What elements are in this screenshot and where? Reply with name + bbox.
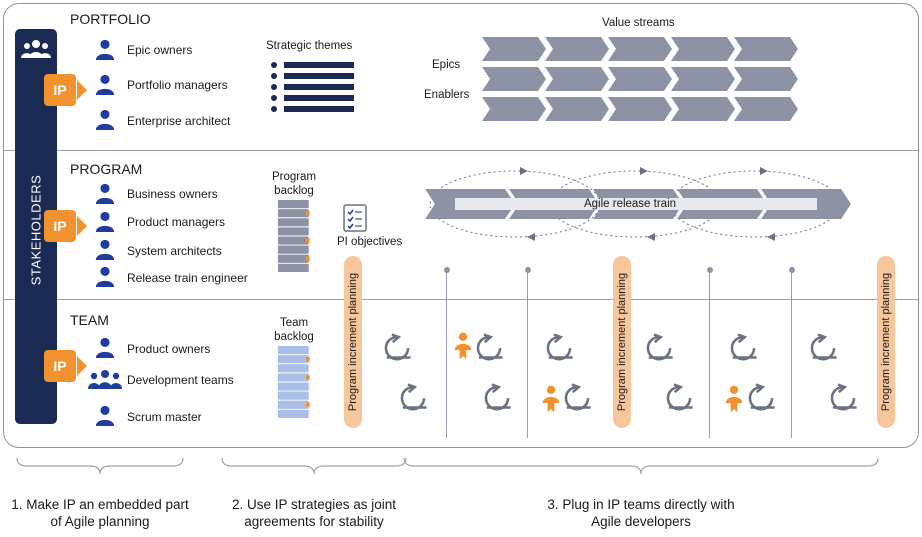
role-business-owners: Business owners (127, 187, 218, 201)
step-3-label: 3. Plug in IP teams directly with Agile … (547, 497, 735, 529)
program-title: PROGRAM (70, 161, 143, 177)
pi-planning-label: Program increment planning (880, 272, 892, 412)
chevron-right-icon (77, 356, 87, 376)
pi-planning-pill: Program increment planning (877, 256, 895, 428)
value-streams-chevrons (482, 37, 798, 121)
team-backlog-server-icon (277, 346, 310, 418)
iteration-cycle-icon (642, 332, 676, 366)
strategic-themes-label: Strategic themes (266, 40, 353, 52)
portfolio-title: PORTFOLIO (70, 11, 151, 27)
pi-planning-pill: Program increment planning (344, 256, 362, 428)
step-3-brace (403, 457, 879, 475)
role-portfolio-managers: Portfolio managers (127, 78, 228, 92)
person-icon (94, 265, 116, 287)
program-backlog-label: Program backlog (271, 171, 317, 197)
person-icon (94, 238, 116, 260)
iteration-cycle-icon (806, 332, 840, 366)
value-streams-label: Value streams (602, 17, 675, 29)
person-icon (94, 404, 116, 426)
person-icon (94, 38, 116, 60)
role-release-train-engineer: Release train engineer (127, 271, 248, 285)
program-backlog-server-icon (276, 200, 310, 282)
ip-badge-label: IP (44, 350, 76, 382)
person-icon (94, 336, 116, 358)
step-1-brace (16, 457, 184, 475)
program-team-divider (4, 299, 918, 300)
step-2-label: 2. Use IP strategies as joint agreements… (231, 497, 397, 529)
iteration-cycle-icon (826, 382, 860, 416)
iteration-cycle-icon (726, 332, 760, 366)
ip-team-member-icon (541, 384, 561, 414)
agile-release-train-graphic (425, 167, 851, 241)
role-development-teams: Development teams (127, 373, 234, 387)
team-title: TEAM (70, 312, 109, 328)
iteration-line (709, 272, 710, 438)
stakeholders-label: STAKEHOLDERS (28, 174, 44, 286)
pi-planning-label: Program increment planning (616, 272, 628, 412)
iteration-line (527, 272, 528, 438)
role-epic-owners: Epic owners (127, 43, 193, 57)
chevron-right-icon (77, 216, 87, 236)
pi-planning-label: Program increment planning (347, 272, 359, 412)
iteration-cycle-icon (662, 382, 696, 416)
epics-label: Epics (432, 59, 461, 71)
iteration-marker (525, 267, 531, 273)
checklist-icon (343, 204, 367, 232)
iteration-cycle-icon (542, 332, 576, 366)
enablers-label: Enablers (424, 89, 470, 101)
iteration-line (446, 272, 447, 438)
step-1-label: 1. Make IP an embedded part of Agile pla… (11, 497, 189, 529)
iteration-cycle-icon (744, 382, 778, 416)
step-2-brace (221, 457, 407, 475)
role-product-owners: Product owners (127, 342, 211, 356)
iteration-line (791, 272, 792, 438)
iteration-cycle-icon (380, 332, 414, 366)
chevron-right-icon (77, 80, 87, 100)
ip-team-member-icon (453, 331, 473, 361)
ip-badge-team: IP (44, 350, 76, 382)
iteration-cycle-icon (396, 382, 430, 416)
ip-badge-label: IP (44, 210, 76, 242)
person-icon (94, 73, 116, 95)
person-icon (94, 210, 116, 232)
role-product-managers: Product managers (127, 215, 226, 229)
team-icon (88, 370, 122, 389)
pi-objectives-label: PI objectives (337, 236, 403, 248)
group-icon (21, 40, 51, 58)
ip-badge-portfolio: IP (44, 74, 76, 106)
iteration-marker (789, 267, 795, 273)
ip-badge-label: IP (44, 74, 76, 106)
iteration-cycle-icon (560, 382, 594, 416)
team-backlog-label: Team backlog (274, 317, 314, 343)
list-icon (271, 62, 354, 112)
agile-release-train-label: Agile release train (583, 198, 677, 210)
person-icon (94, 108, 116, 130)
role-enterprise-architect: Enterprise architect (127, 114, 231, 128)
role-scrum-master: Scrum master (127, 410, 202, 424)
iteration-cycle-icon (472, 332, 506, 366)
ip-team-member-icon (724, 384, 744, 414)
pi-planning-pill: Program increment planning (613, 256, 631, 428)
role-system-architects: System architects (127, 244, 222, 258)
ip-badge-program: IP (44, 210, 76, 242)
portfolio-program-divider (4, 150, 918, 151)
person-icon (94, 182, 116, 204)
iteration-marker (444, 267, 450, 273)
iteration-marker (707, 267, 713, 273)
iteration-cycle-icon (480, 382, 514, 416)
